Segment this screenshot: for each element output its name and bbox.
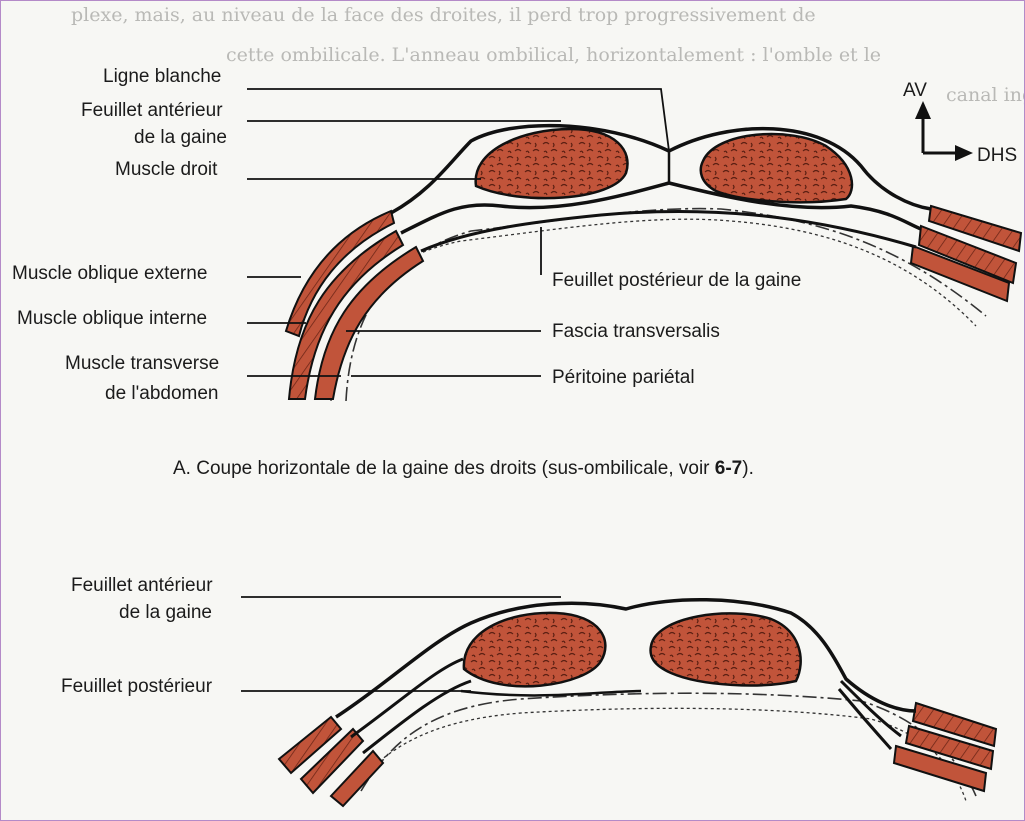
label-feuillet-anterieur-b: Feuillet antérieur (71, 575, 213, 596)
caption-figure-ref: 6-7 (715, 458, 742, 479)
background-text-line: plexe, mais, au niveau de la face des dr… (71, 4, 816, 26)
muscle-droit-right-b (651, 613, 801, 685)
label-transverse: Muscle transverse (65, 353, 219, 374)
lateral-label: DHS (977, 145, 1017, 166)
label-peritoine: Péritoine pariétal (552, 367, 695, 388)
label-ligne-blanche: Ligne blanche (103, 66, 221, 87)
label-transverse-2: de l'abdomen (105, 383, 219, 404)
background-text-line: canal inguinal (ligne (946, 84, 1024, 106)
label-feuillet-anterieur-2: de la gaine (134, 127, 227, 148)
section-a-diagram: Ligne blanche Feuillet antérieur de la g… (12, 66, 1021, 479)
section-b-diagram: Feuillet antérieur de la gaine Feuillet … (61, 575, 996, 806)
label-oblique-externe: Muscle oblique externe (12, 263, 207, 284)
anterior-sheath-line-b (336, 600, 916, 717)
label-muscle-droit: Muscle droit (115, 159, 218, 180)
muscle-droit-left-b (464, 613, 606, 686)
anterior-sheath-line (391, 126, 931, 213)
anterior-label: AV (903, 80, 927, 101)
label-oblique-interne: Muscle oblique interne (17, 308, 207, 329)
label-feuillet-anterieur: Feuillet antérieur (81, 100, 223, 121)
muscle-droit-right (701, 134, 852, 202)
label-feuillet-posterieur: Feuillet postérieur de la gaine (552, 270, 801, 291)
label-feuillet-anterieur-b-2: de la gaine (119, 602, 212, 623)
label-feuillet-posterieur-b: Feuillet postérieur (61, 676, 213, 697)
label-fascia: Fascia transversalis (552, 321, 720, 342)
background-text-line: cette ombilicale. L'anneau ombilical, ho… (226, 44, 881, 66)
arrow-up-icon (915, 101, 931, 119)
caption-section-a: A. Coupe horizontale de la gaine des dro… (173, 458, 754, 479)
arrow-right-icon (955, 145, 973, 161)
muscle-droit-left (476, 129, 628, 198)
